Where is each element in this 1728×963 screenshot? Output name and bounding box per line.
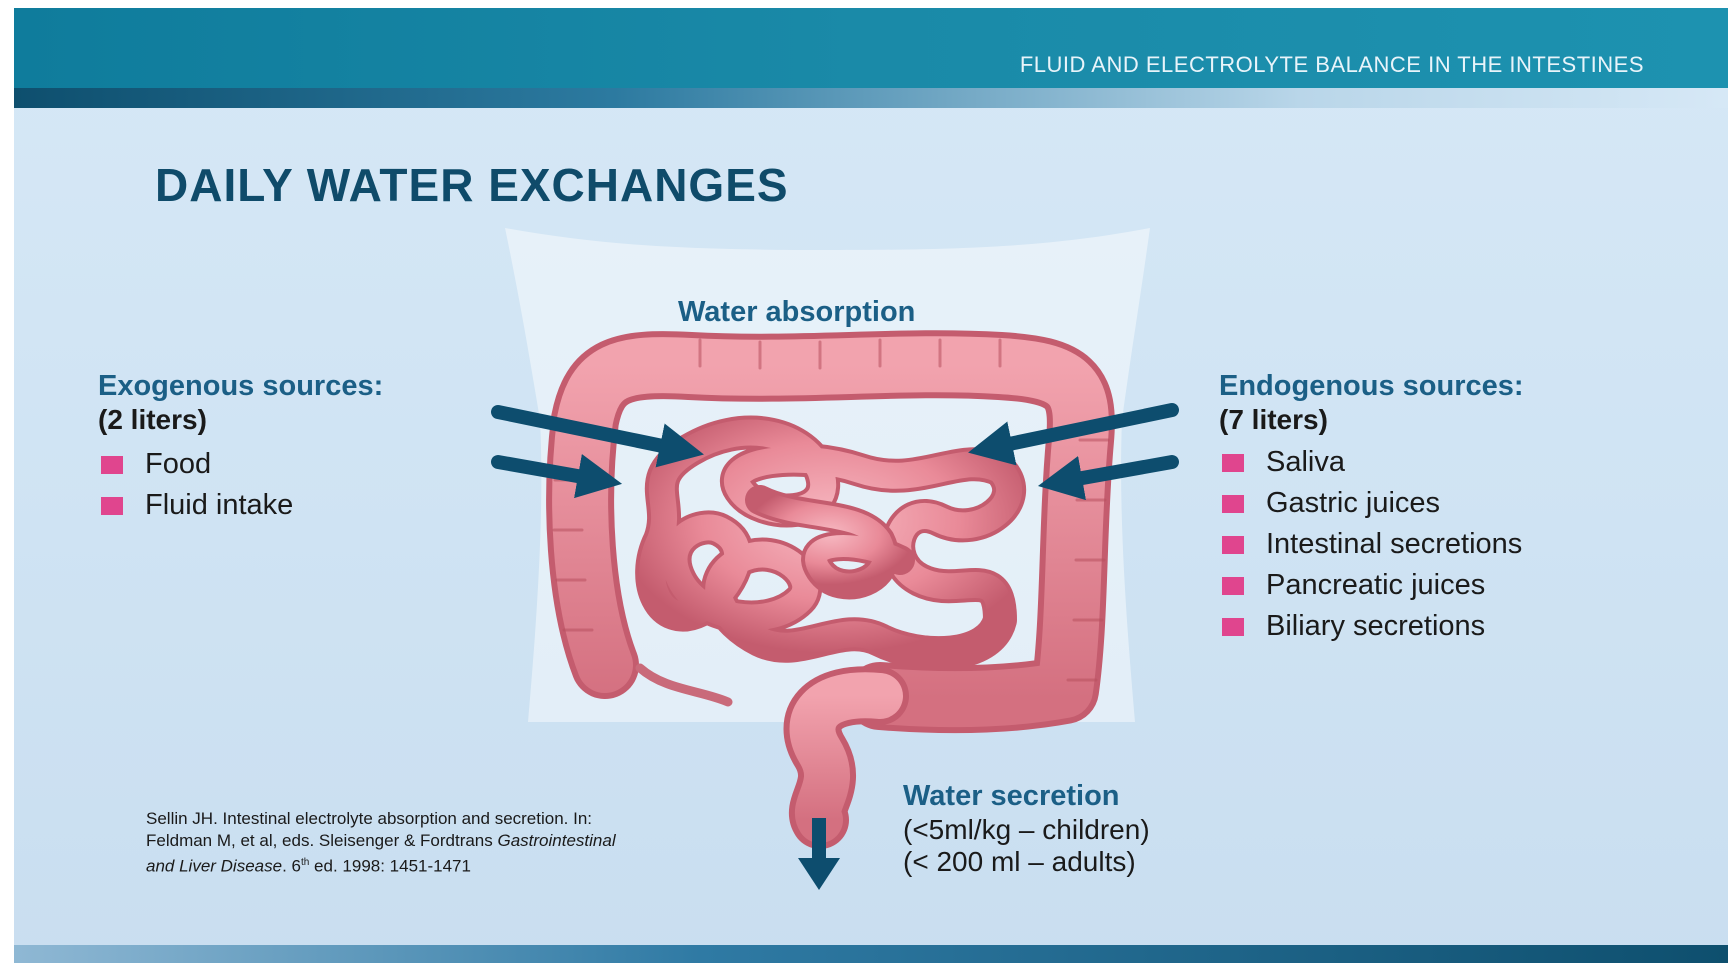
pink-square-bullet-icon bbox=[1222, 495, 1244, 513]
citation: Sellin JH. Intestinal electrolyte absorp… bbox=[146, 808, 626, 878]
pink-square-bullet-icon bbox=[101, 497, 123, 515]
pink-square-bullet-icon bbox=[1222, 618, 1244, 636]
pink-square-bullet-icon bbox=[101, 456, 123, 474]
list-item: Pancreatic juices bbox=[1222, 565, 1522, 606]
exogenous-heading: Exogenous sources: bbox=[98, 370, 383, 403]
list-item: Saliva bbox=[1222, 442, 1522, 483]
exogenous-amount: (2 liters) bbox=[98, 404, 207, 436]
endogenous-heading: Endogenous sources: bbox=[1219, 370, 1524, 403]
secretion-adults-line: (< 200 ml – adults) bbox=[903, 846, 1136, 878]
pink-square-bullet-icon bbox=[1222, 454, 1244, 472]
list-item: Food bbox=[101, 444, 293, 485]
list-item: Gastric juices bbox=[1222, 483, 1522, 524]
pink-square-bullet-icon bbox=[1222, 577, 1244, 595]
water-secretion-heading: Water secretion bbox=[903, 780, 1120, 813]
list-item: Fluid intake bbox=[101, 485, 293, 526]
exogenous-list: Food Fluid intake bbox=[101, 444, 293, 526]
water-absorption-label: Water absorption bbox=[678, 296, 915, 329]
list-item: Biliary secretions bbox=[1222, 606, 1522, 647]
endogenous-amount: (7 liters) bbox=[1219, 404, 1328, 436]
pink-square-bullet-icon bbox=[1222, 536, 1244, 554]
endogenous-list: Saliva Gastric juices Intestinal secreti… bbox=[1222, 442, 1522, 647]
secretion-children-line: (<5ml/kg – children) bbox=[903, 814, 1150, 846]
list-item: Intestinal secretions bbox=[1222, 524, 1522, 565]
